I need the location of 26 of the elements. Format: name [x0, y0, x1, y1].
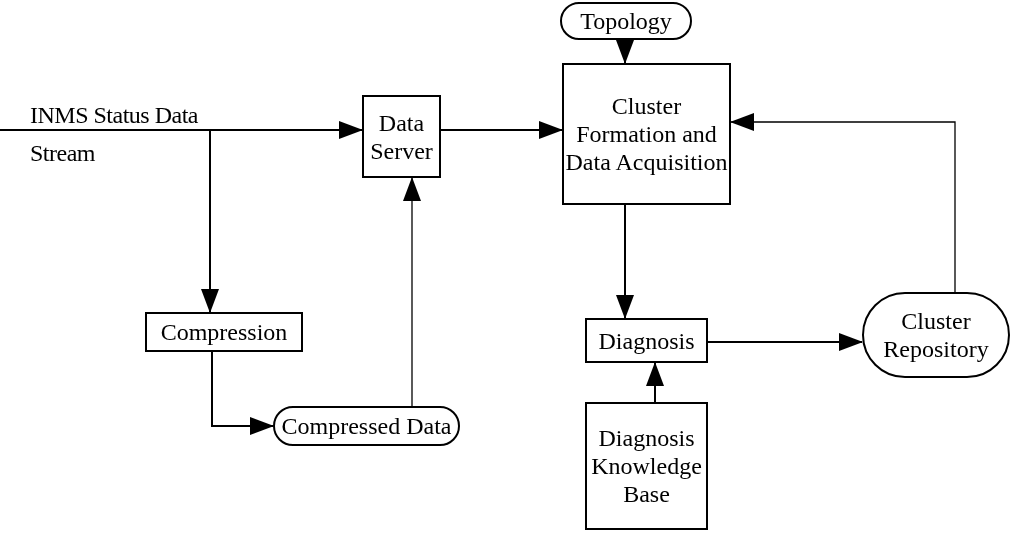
arrow [403, 177, 421, 407]
node-text: Diagnosis Knowledge Base [590, 424, 703, 508]
node-text: Compression [160, 318, 288, 346]
node-text: Cluster Repository [882, 307, 990, 363]
arrow [616, 39, 634, 64]
process-box [145, 312, 303, 352]
node-text: Compressed Data [281, 412, 452, 440]
arrow [707, 333, 863, 351]
process-box [585, 318, 708, 363]
node-text: Diagnosis [598, 326, 695, 355]
process-box [585, 402, 708, 530]
arrow [201, 129, 219, 313]
arrow [730, 113, 956, 293]
terminal-pill [273, 406, 460, 446]
edge-label: INMS Status Data Stream [30, 101, 199, 168]
node-text: Cluster Formation and Data Acquisition [564, 92, 729, 176]
arrow [440, 121, 563, 139]
node-text: Data Server [369, 108, 434, 165]
process-box [562, 63, 731, 205]
process-box [362, 95, 441, 178]
terminal-pill [560, 2, 692, 40]
arrow [646, 362, 664, 403]
arrow [211, 351, 274, 435]
arrow [0, 121, 363, 139]
arrow [616, 204, 634, 319]
node-text: Topology [580, 7, 672, 35]
